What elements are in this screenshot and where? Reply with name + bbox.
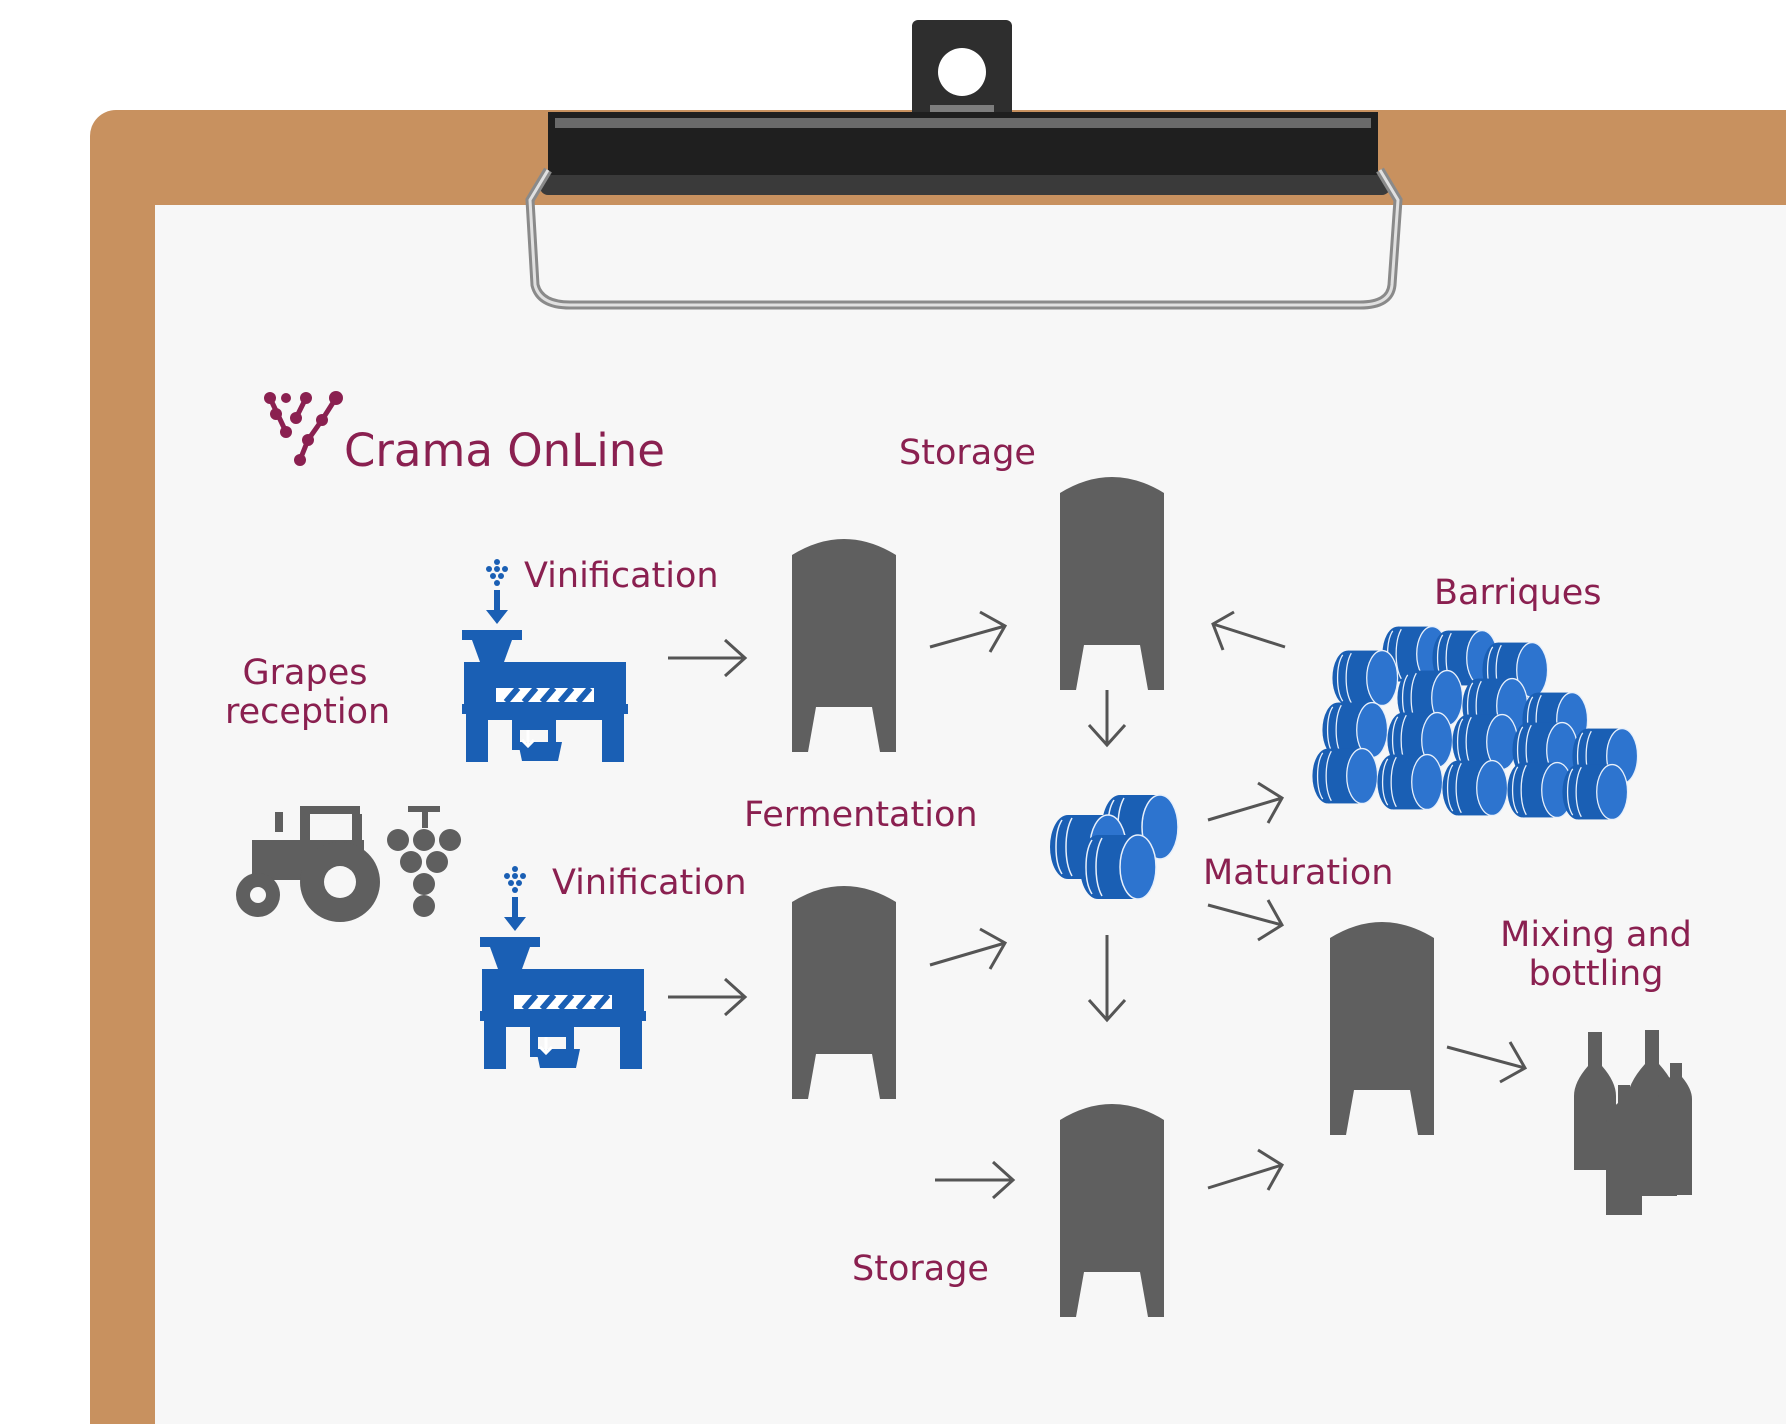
label-maturation: Maturation bbox=[1203, 854, 1393, 893]
label-mixing-bottling: Mixing and bottling bbox=[1498, 916, 1694, 994]
label-storage-top: Storage bbox=[899, 434, 1036, 473]
brand-name-bold: Crama bbox=[344, 424, 493, 477]
clipboard-clip-icon bbox=[530, 20, 1398, 305]
barrels-stack-icon bbox=[1312, 627, 1637, 820]
tank-icon bbox=[1060, 477, 1164, 690]
label-storage-bottom: Storage bbox=[852, 1250, 989, 1289]
label-fermentation: Fermentation bbox=[744, 796, 978, 835]
tank-icon bbox=[1060, 1104, 1164, 1317]
label-grapes-reception: Grapes reception bbox=[225, 654, 385, 732]
barrel-icon bbox=[1050, 795, 1178, 899]
tank-icon bbox=[792, 886, 896, 1099]
bottles-icon bbox=[1574, 1030, 1692, 1215]
label-barriques: Barriques bbox=[1434, 574, 1602, 613]
brand-name: Crama OnLine bbox=[344, 424, 665, 477]
brand-name-light: OnLine bbox=[507, 424, 665, 477]
label-vinification-top: Vinification bbox=[524, 557, 719, 596]
tank-icon bbox=[1330, 922, 1434, 1135]
tank-icon bbox=[792, 539, 896, 752]
tractor-icon bbox=[236, 806, 380, 922]
logo-icon bbox=[264, 391, 343, 466]
grapes-icon bbox=[387, 806, 461, 917]
label-vinification-bottom: Vinification bbox=[552, 864, 747, 903]
